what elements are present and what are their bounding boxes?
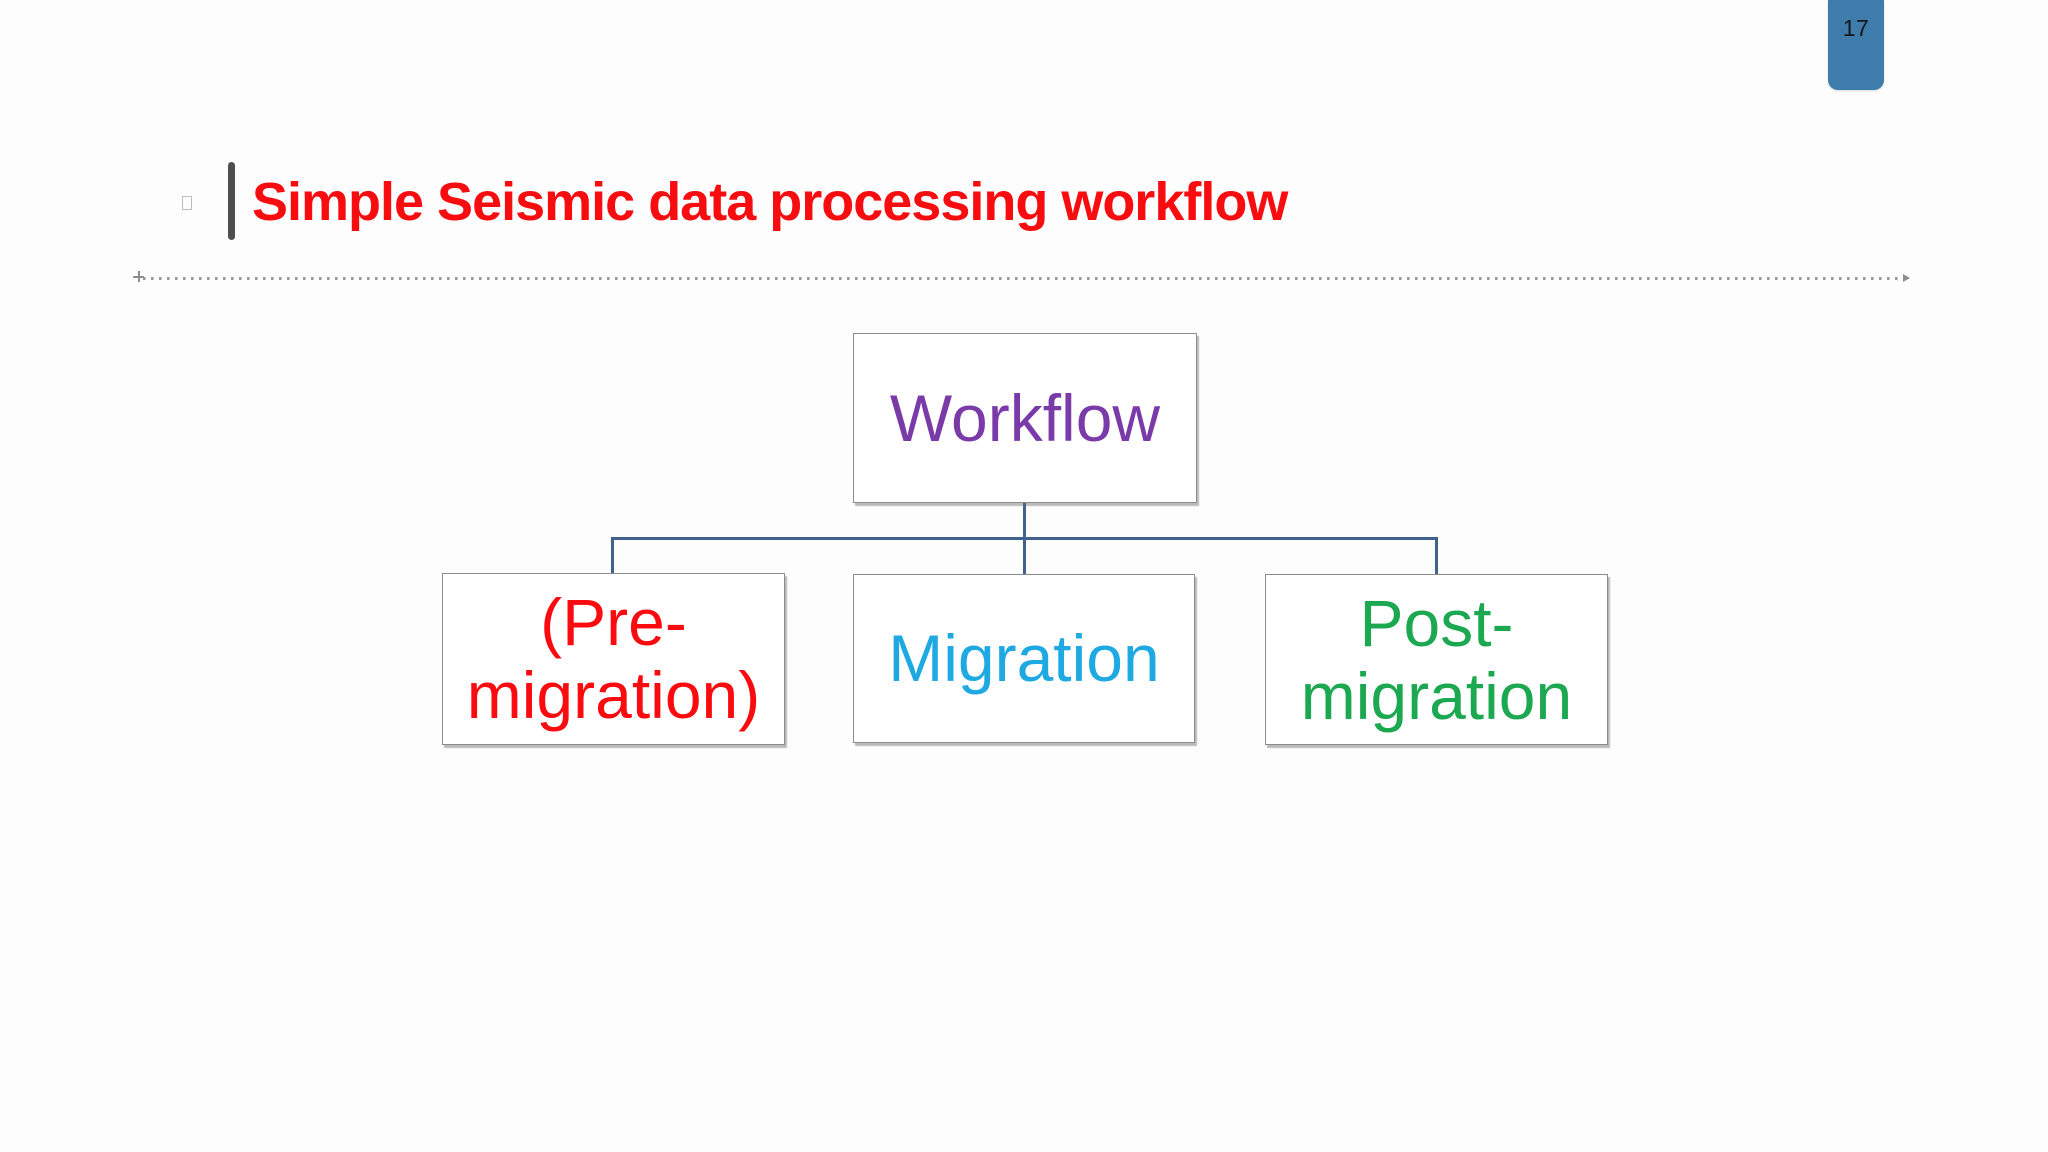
connector-left-stub (611, 537, 614, 574)
flowchart-node-pre-migration: (Pre- migration) (442, 573, 785, 745)
connector-root-stub (1023, 503, 1026, 540)
node-label-line: (Pre- (540, 585, 687, 660)
bullet-placeholder-icon (182, 196, 192, 210)
rule-end-arrow-icon (1903, 274, 1910, 282)
dotted-divider (143, 277, 1902, 280)
rule-start-cross-icon (133, 271, 144, 282)
flowchart-node-workflow: Workflow (853, 333, 1197, 503)
flowchart-node-migration: Migration (853, 574, 1195, 743)
connector-middle-stub (1023, 537, 1026, 575)
node-label-line: migration (1300, 658, 1573, 733)
node-label: Workflow (889, 380, 1161, 455)
title-accent-bar (228, 162, 235, 240)
node-label-line: Migration (888, 621, 1160, 696)
connector-right-stub (1435, 537, 1438, 575)
page-number-tab: 17 (1828, 0, 1884, 90)
node-label-line: Post- (1359, 585, 1514, 660)
slide-title: Simple Seismic data processing workflow (252, 172, 1288, 232)
page-number: 17 (1842, 15, 1870, 41)
node-label-line: migration) (466, 658, 761, 732)
flowchart-node-post-migration: Post- migration (1265, 574, 1608, 745)
